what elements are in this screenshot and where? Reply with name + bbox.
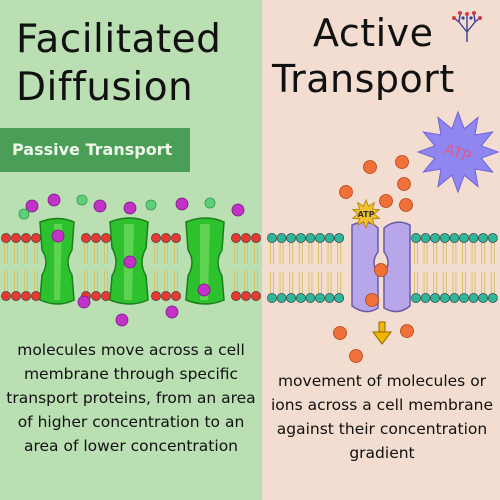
- down-arrow-icon: [372, 321, 392, 345]
- purple-molecule: [47, 193, 61, 207]
- orange-ion: [339, 185, 353, 199]
- atp-small-label: ATP: [358, 210, 375, 219]
- atp-burst: ATP: [416, 110, 500, 194]
- title-transport: Transport: [272, 57, 455, 101]
- orange-ion: [399, 198, 413, 212]
- orange-ion: [374, 263, 388, 277]
- title-facilitated: Facilitated: [16, 17, 222, 62]
- purple-molecule: [77, 295, 91, 309]
- orange-ion: [333, 326, 347, 340]
- title-diffusion: Diffusion: [16, 65, 194, 110]
- passive-transport-badge: Passive Transport: [0, 128, 190, 172]
- orange-ion: [365, 293, 379, 307]
- orange-ion: [363, 160, 377, 174]
- purple-molecule: [197, 283, 211, 297]
- purple-molecule: [231, 203, 245, 217]
- green-molecule: [76, 194, 88, 206]
- purple-molecule: [25, 199, 39, 213]
- orange-ion: [397, 177, 411, 191]
- phospholipid-bilayer-left: [1, 233, 261, 301]
- phospholipid-bilayer-right: [267, 233, 498, 303]
- purple-molecule: [123, 255, 137, 269]
- title-active: Active: [313, 11, 434, 55]
- orange-ion: [395, 155, 409, 169]
- green-molecule: [204, 197, 216, 209]
- channel-protein-1: [39, 217, 75, 305]
- green-molecule: [145, 199, 157, 211]
- purple-molecule: [123, 201, 137, 215]
- facilitated-diffusion-description: molecules move across a cell membrane th…: [6, 341, 256, 455]
- active-transport-panel: [262, 0, 500, 500]
- molecules: [18, 155, 414, 363]
- purple-molecule: [93, 199, 107, 213]
- orange-ion: [400, 324, 414, 338]
- purple-molecule: [165, 305, 179, 319]
- atp-small-burst: ATP: [351, 198, 381, 230]
- green-molecule: [18, 208, 30, 220]
- orange-ion: [379, 194, 393, 208]
- tree-logo-icon: [452, 11, 482, 42]
- purple-molecule: [51, 229, 65, 243]
- purple-molecule: [115, 313, 129, 327]
- channel-protein-3: [185, 217, 225, 305]
- carrier-protein: [351, 221, 411, 313]
- active-transport-description: movement of molecules or ions across a c…: [270, 372, 494, 462]
- purple-molecule: [175, 197, 189, 211]
- orange-ion: [349, 349, 363, 363]
